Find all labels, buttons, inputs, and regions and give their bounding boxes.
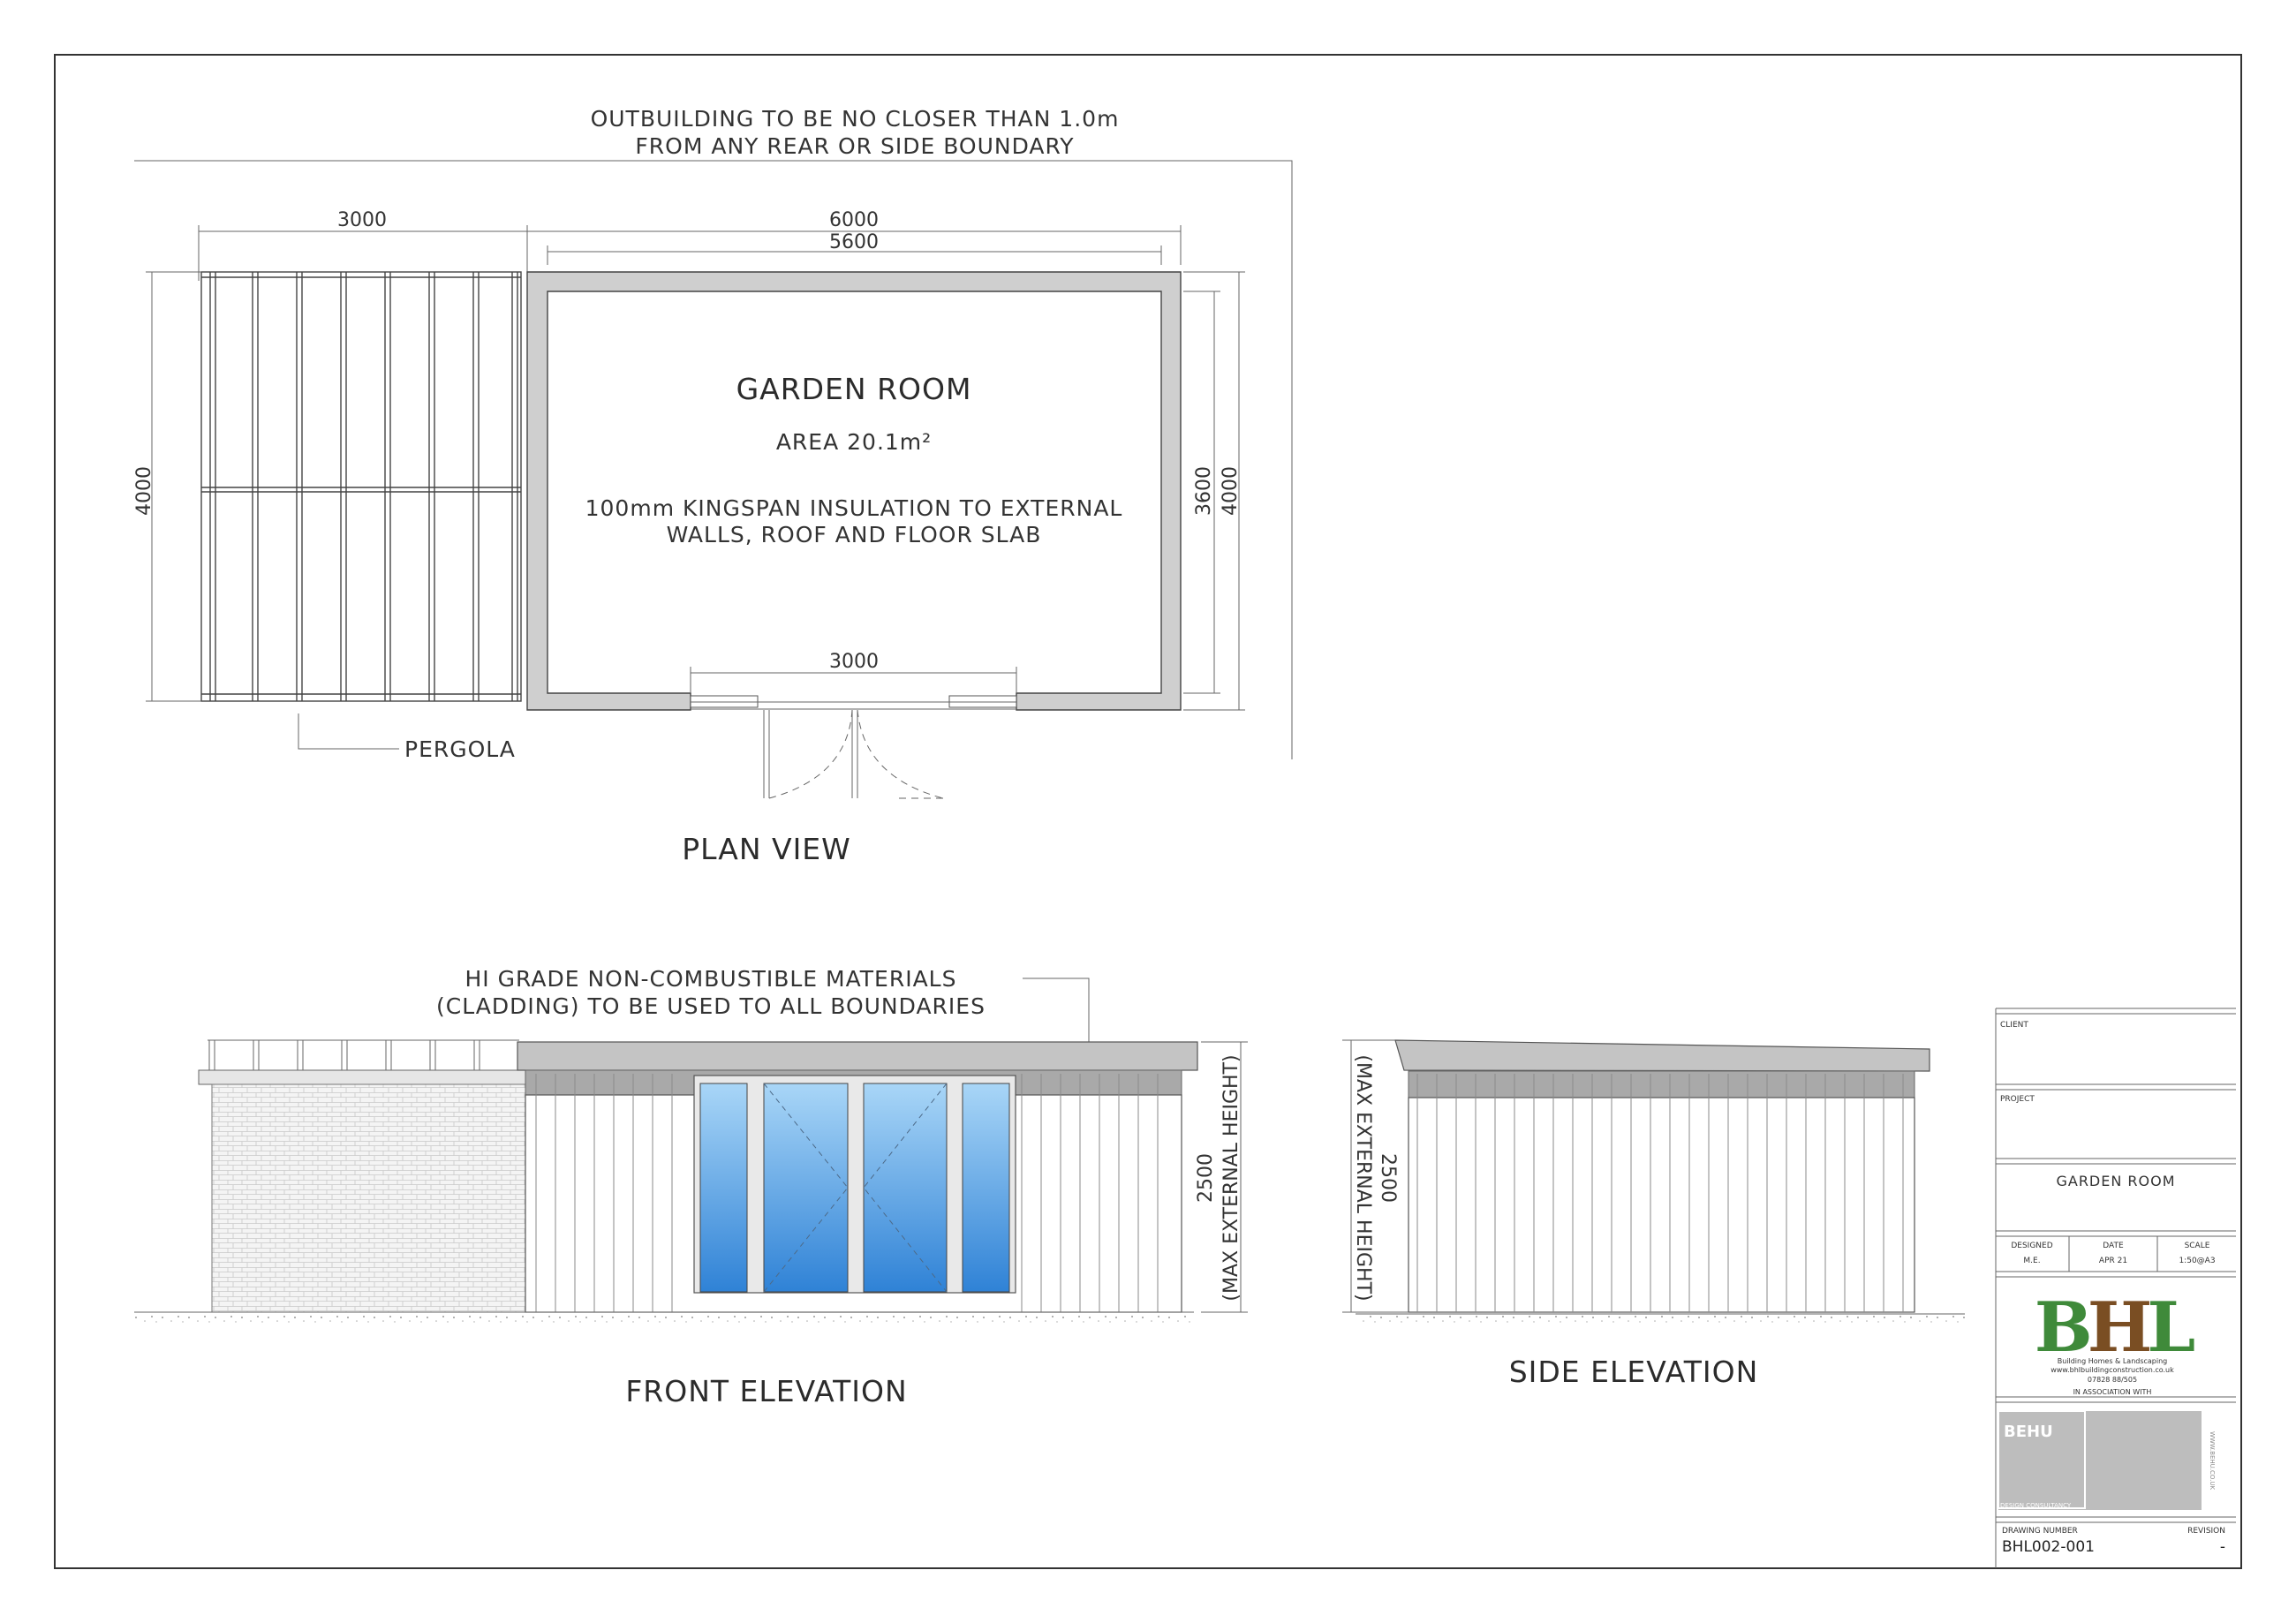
plan-door-dimension [690,667,1017,693]
glass-panel-2 [763,1083,849,1293]
dim-overall-width: 6000 [829,209,879,231]
tb-company-phone: 07828 88/505 [2088,1376,2137,1384]
side-cladding-boards [1416,1074,1904,1312]
tb-date-value: APR 21 [2099,1257,2127,1265]
boundary-note-line2: FROM ANY REAR OR SIDE BOUNDARY [635,133,1074,159]
brick-wall [198,1069,526,1085]
front-roof [517,1041,1198,1071]
behu-side: WWW.BEHU.CO.UK [2209,1431,2216,1490]
plan-left-dimension [146,271,201,702]
svg-text:BHL: BHL [2035,1287,2195,1368]
side-elevation-heading: SIDE ELEVATION [1509,1355,1759,1389]
plan-top-dimensions [198,225,1182,281]
behu-sub: DESIGN CONSULTANCY [2000,1502,2072,1509]
side-height-note: (MAX EXTERNAL HEIGHT) [1352,1054,1374,1301]
pergola-leader [298,713,399,750]
side-fascia [1408,1070,1915,1098]
door-swing [763,709,944,799]
front-height-value: 2500 [1195,1153,1217,1203]
pergola-plan [200,271,522,702]
cladding-note-line1: HI GRADE NON-COMBUSTIBLE MATERIALS [465,966,957,992]
dim-pergola-width: 3000 [337,209,387,231]
front-elevation-heading: FRONT ELEVATION [625,1374,907,1408]
boundary-line [134,160,1293,759]
tb-project-name: GARDEN ROOM [2056,1173,2175,1189]
side-height-value: 2500 [1377,1153,1399,1203]
dim-internal-depth: 3600 [1193,466,1215,516]
tb-drawing-number-label: DRAWING NUMBER [2002,1527,2078,1536]
front-ground [134,1312,1194,1325]
tb-designed-value: M.E. [2023,1257,2040,1265]
pergola-label: PERGOLA [404,736,516,762]
insulation-line2: WALLS, ROOF AND FLOOR SLAB [667,522,1042,547]
dim-overall-depth-right: 4000 [1220,466,1242,516]
side-elevation: 2500 (MAX EXTERNAL HEIGHT) SIDE ELEVATIO… [1342,1039,1965,1389]
tb-association-label: IN ASSOCIATION WITH [2073,1388,2152,1396]
insulation-line1: 100mm KINGSPAN INSULATION TO EXTERNAL [585,495,1123,521]
tb-date-label: DATE [2103,1242,2124,1250]
front-cladding-boards [535,1074,1159,1312]
tb-company-name: Building Homes & Landscaping [2058,1357,2168,1365]
front-height-dimension [1201,1041,1248,1313]
tb-project-label: PROJECT [2000,1095,2035,1104]
side-height-dimension [1342,1039,1409,1313]
room-area: AREA 20.1m² [776,429,932,455]
sheet-border [54,54,2242,1569]
tb-drawing-number: BHL002-001 [2002,1538,2095,1556]
dim-internal-width: 5600 [829,231,879,253]
glass-panel-3 [863,1083,948,1293]
room-title: GARDEN ROOM [736,372,972,406]
dim-overall-depth-left: 4000 [133,466,155,516]
tb-revision-label: REVISION [2187,1527,2225,1536]
plan-view-heading: PLAN VIEW [682,832,851,866]
front-elevation: HI GRADE NON-COMBUSTIBLE MATERIALS (CLAD… [134,966,1248,1408]
tb-revision: - [2220,1538,2225,1556]
tb-company-web: www.bhlbuildingconstruction.co.uk [2051,1366,2174,1374]
cladding-note-line2: (CLADDING) TO BE USED TO ALL BOUNDARIES [436,993,986,1019]
front-height-note: (MAX EXTERNAL HEIGHT) [1220,1054,1242,1301]
glass-panel-1 [699,1083,748,1293]
plan-right-dimensions [1183,271,1245,711]
behu-logo: BEHU [2004,1423,2053,1441]
side-roof [1394,1039,1930,1072]
front-pergola-posts [208,1039,519,1070]
boundary-note-line1: OUTBUILDING TO BE NO CLOSER THAN 1.0m [591,106,1120,132]
brick-wall-face [211,1083,526,1313]
tb-scale-value: 1:50@A3 [2179,1257,2215,1265]
tb-client-label: CLIENT [2000,1021,2028,1030]
bifold-doors [693,1075,1016,1294]
dim-door-width: 3000 [829,651,879,673]
side-cladding [1408,1097,1915,1313]
tb-designed-label: DESIGNED [2011,1242,2052,1250]
bhl-logo: BHL [2035,1287,2201,1368]
garden-room-walls [526,271,1182,711]
tb-scale-label: SCALE [2185,1242,2210,1250]
behu-logo-box [1998,1411,2202,1510]
title-block: CLIENT PROJECT GARDEN ROOM DESIGNED M.E.… [1995,1008,2236,1568]
glass-panel-4 [962,1083,1010,1293]
plan-view: OUTBUILDING TO BE NO CLOSER THAN 1.0m FR… [133,106,1293,866]
side-ground [1356,1314,1965,1326]
